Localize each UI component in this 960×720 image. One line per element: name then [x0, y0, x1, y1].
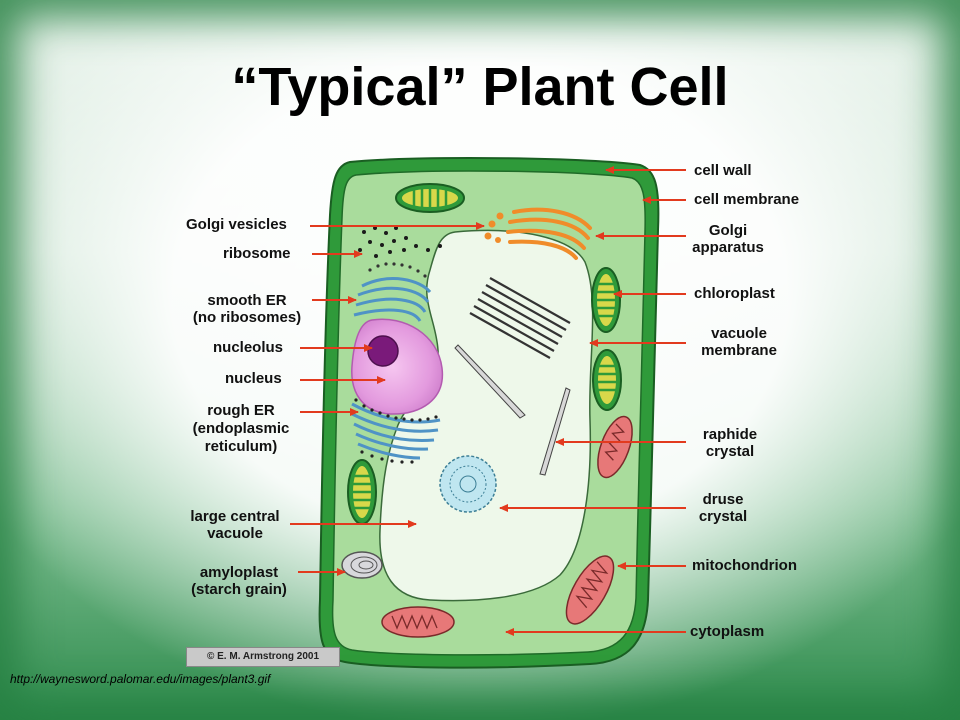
rough-er	[351, 402, 441, 460]
mitochondrion-3	[381, 606, 455, 638]
copyright-credit: © E. M. Armstrong 2001	[186, 647, 340, 667]
raphide-crystal-needle-2	[539, 387, 571, 476]
smooth-er	[353, 277, 432, 322]
free-ribosomes	[358, 226, 442, 258]
label-ribosome: ribosome	[223, 245, 291, 262]
chloroplast-top	[395, 183, 465, 213]
label-raphide-crystal-line2: crystal	[705, 443, 755, 460]
label-smooth-er-line2: (no ribosomes)	[192, 309, 302, 326]
druse-crystal	[439, 455, 497, 513]
amyloplast	[341, 551, 383, 579]
mitochondrion-2	[565, 555, 615, 625]
source-url: http://waynesword.palomar.edu/images/pla…	[10, 672, 271, 686]
label-golgi-apparatus-line2: apparatus	[692, 239, 764, 256]
label-arrows	[290, 166, 686, 636]
label-vacuole-membrane-line2: membrane	[701, 342, 777, 359]
label-cell-wall: cell wall	[694, 162, 752, 179]
label-druse-crystal-line2: crystal	[698, 508, 748, 525]
label-golgi-vesicles: Golgi vesicles	[186, 216, 287, 233]
label-rough-er-line1: rough ER	[207, 402, 275, 419]
chloroplast-right-2	[592, 349, 622, 411]
label-smooth-er-line1: smooth ER	[207, 292, 287, 309]
label-nucleus: nucleus	[225, 370, 282, 387]
nucleus-group	[351, 318, 444, 415]
nucleolus	[367, 335, 399, 367]
slide-title: “Typical” Plant Cell	[231, 57, 729, 117]
label-large-central-vacuole-line2: vacuole	[207, 525, 263, 542]
label-vacuole-membrane-line1: vacuole	[711, 325, 767, 342]
rough-er-ribosome-dots-top	[368, 262, 427, 278]
chloroplast-left	[347, 459, 377, 525]
label-chloroplast: chloroplast	[694, 285, 775, 302]
label-cytoplasm: cytoplasm	[690, 623, 765, 640]
chloroplast-right-1	[591, 267, 621, 333]
label-nucleolus: nucleolus	[213, 339, 284, 356]
label-rough-er-line3: reticulum)	[204, 438, 278, 455]
label-amyloplast-line1: amyloplast	[199, 564, 279, 581]
golgi-apparatus	[506, 207, 592, 260]
label-druse-crystal-line1: druse	[702, 491, 744, 508]
raphide-crystal-bundle	[469, 277, 571, 359]
label-mitochondrion: mitochondrion	[692, 557, 797, 574]
label-cell-membrane: cell membrane	[694, 191, 800, 208]
rough-er-ribosomes	[354, 398, 438, 464]
raphide-crystal-needle-1	[454, 344, 526, 419]
golgi-vesicles	[484, 212, 504, 243]
label-raphide-crystal-line1: raphide	[702, 426, 758, 443]
label-golgi-apparatus-line1: Golgi	[708, 222, 748, 239]
label-rough-er-line2: (endoplasmic	[192, 420, 290, 437]
label-large-central-vacuole-line1: large central	[190, 508, 280, 525]
label-amyloplast-line2: (starch grain)	[191, 581, 287, 598]
